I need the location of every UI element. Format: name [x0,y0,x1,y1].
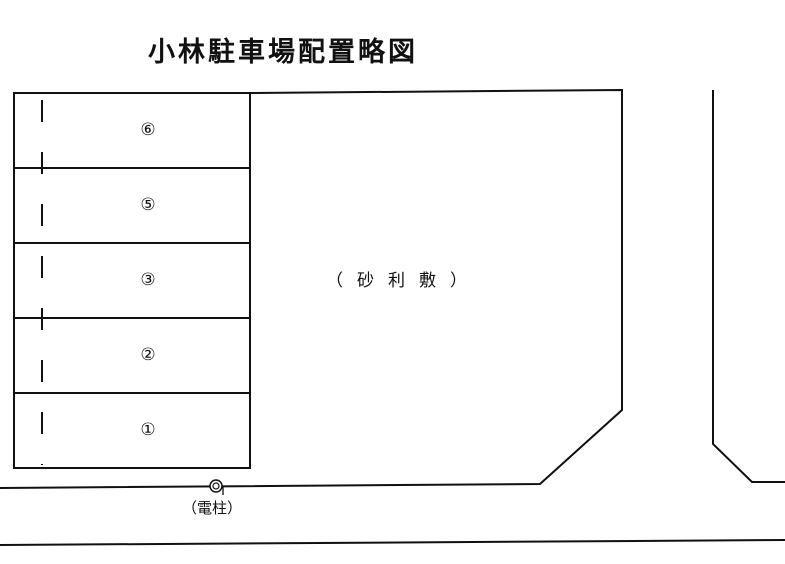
right-road-edge [712,90,785,483]
gravel-lot-outline [0,88,623,489]
utility-pole-label: （電柱） [182,499,243,517]
road-bottom-edge [0,539,785,546]
space-label-5: ⑤ [140,195,156,215]
space-label-3: ③ [140,270,156,290]
utility-pole-icon [209,479,224,495]
space-label-2: ② [140,345,156,365]
space-label-6: ⑥ [140,120,156,140]
space-label-1: ① [140,420,156,440]
gravel-area-label: （砂利敷） [326,271,481,291]
diagram-title: 小林駐車場配置略図 [148,37,418,68]
parking-block [13,92,251,469]
